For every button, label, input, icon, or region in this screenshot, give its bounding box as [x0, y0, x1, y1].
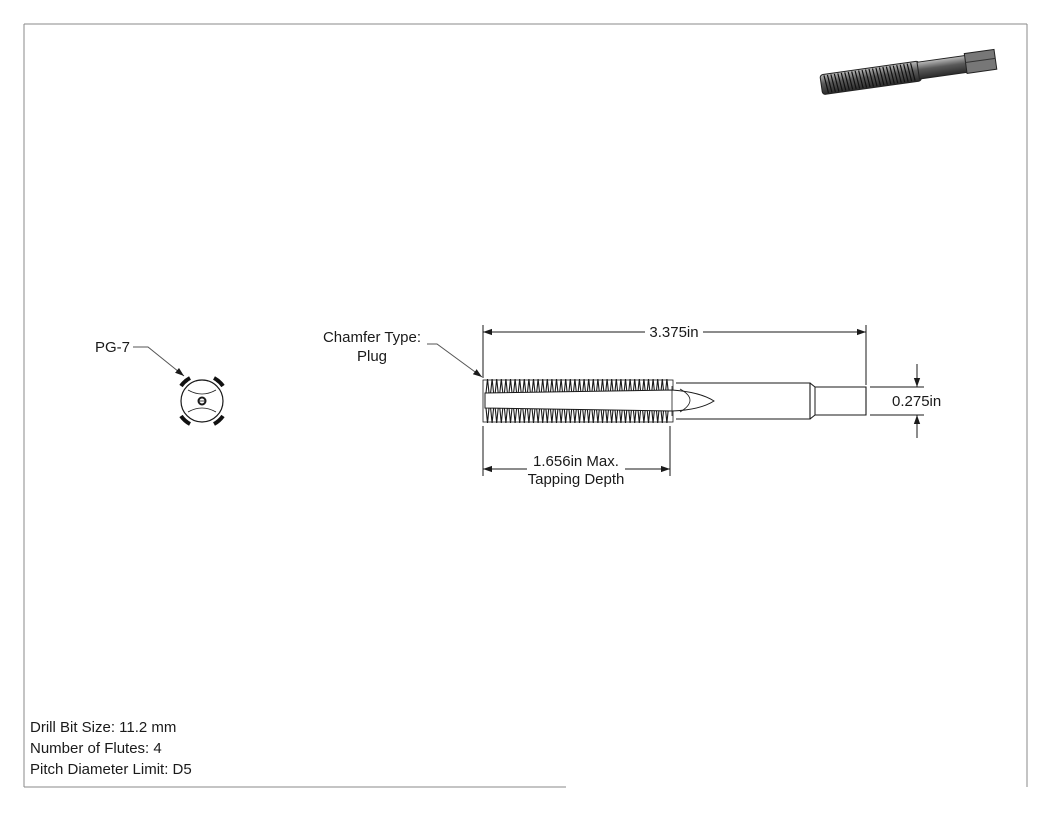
- end-view: [179, 376, 225, 426]
- tapping-depth-dimension: [482, 426, 671, 476]
- spec-drill-bit-size: Drill Bit Size: 11.2 mm: [30, 719, 177, 736]
- sheet-border: [23, 23, 1028, 788]
- overall-length-value: 3.375in: [649, 324, 698, 341]
- tapping-depth-value: 1.656in Max.: [533, 453, 619, 470]
- tap-side-view: [482, 378, 867, 424]
- end-view-label: PG-7: [95, 339, 130, 356]
- chamfer-type-label: Chamfer Type:: [323, 329, 421, 346]
- end-view-leader: [133, 346, 185, 377]
- tapping-depth-label: Tapping Depth: [528, 471, 625, 488]
- shank-diameter-dimension: [870, 364, 924, 438]
- isometric-tap-thumbnail: [819, 48, 998, 95]
- shank-diameter-value: 0.275in: [892, 393, 941, 410]
- spec-number-of-flutes: Number of Flutes: 4: [30, 740, 162, 757]
- overall-length-dimension: [482, 325, 867, 385]
- chamfer-type-value: Plug: [357, 348, 387, 365]
- thread-teeth: [485, 378, 669, 424]
- spec-pitch-diameter-limit: Pitch Diameter Limit: D5: [30, 761, 192, 778]
- isometric-thread-marks: [823, 63, 916, 94]
- chamfer-leader: [427, 343, 483, 378]
